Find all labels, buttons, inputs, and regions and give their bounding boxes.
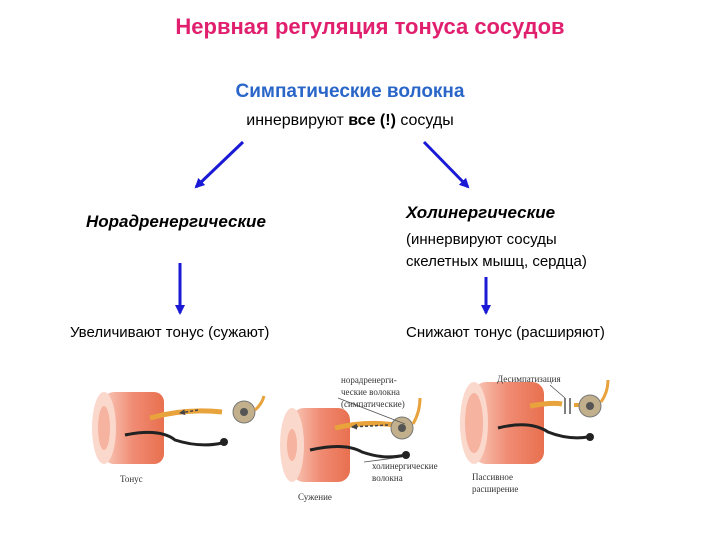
label-passive-line1: Пассивное xyxy=(472,472,513,482)
cholinergic-note: (иннервируют сосуды скелетных мышц, серд… xyxy=(406,229,587,273)
note-bottom-line1: холинергические xyxy=(372,461,438,471)
sympathetic-heading: Симпатические волокна xyxy=(235,81,465,102)
note-desympathization: Десимпатизация xyxy=(497,374,561,384)
note-top-line2: ческие волокна xyxy=(341,387,400,397)
vessel-constriction-illustration: Сужение норадренерги- ческие волокна (си… xyxy=(280,375,438,502)
label-tone: Тонус xyxy=(120,474,143,484)
arrow-to-noradrenergic xyxy=(194,140,245,189)
label-constriction: Сужение xyxy=(298,492,332,502)
note-bottom-line2: волокна xyxy=(372,473,403,483)
cholinergic-heading: Холинергические xyxy=(406,203,556,222)
arrow-to-cholinergic xyxy=(422,140,470,189)
note-top-line3: (симпатические) xyxy=(341,399,405,409)
cholinergic-note-line1: (иннервируют сосуды xyxy=(406,231,557,248)
noradrenergic-heading: Норадренергические xyxy=(86,212,266,231)
sympathetic-line-bold: все (!) xyxy=(348,112,396,129)
noradrenergic-effect: Увеличивают тонус (сужают) xyxy=(70,324,270,341)
cholinergic-note-line2: скелетных мышц, сердца) xyxy=(406,253,587,270)
note-top-line1: норадренерги- xyxy=(341,375,397,385)
vessel-dilation-illustration: Десимпатизация Пассивное расширение xyxy=(460,374,610,494)
vessel-tone-illustration: Тонус xyxy=(92,392,266,484)
cholinergic-effect: Снижают тонус (расширяют) xyxy=(406,324,605,341)
sympathetic-line-pre: иннервируют xyxy=(246,112,349,129)
page-title: Нервная регуляция тонуса сосудов xyxy=(175,14,565,39)
sympathetic-line-post: сосуды xyxy=(395,112,454,129)
label-passive-line2: расширение xyxy=(472,484,518,494)
sympathetic-description: иннервируют все (!) сосуды xyxy=(0,112,700,130)
